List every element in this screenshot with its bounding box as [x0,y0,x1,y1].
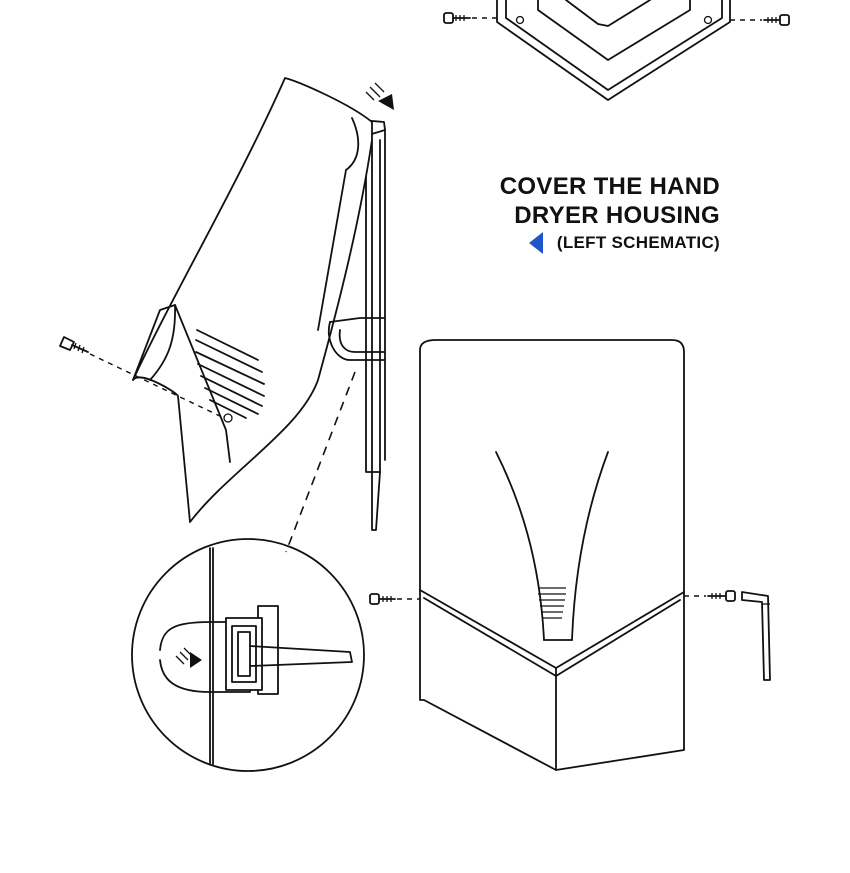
side-view-housing-cover [132,77,385,523]
caption-subtitle: (LEFT SCHEMATIC) [556,233,720,252]
detail-callout [131,371,365,772]
top-right-screw-icon [730,14,790,26]
front-right-screw-icon [684,590,736,602]
assembly-caption: COVER THE HAND DRYER HOUSING (LEFT SCHEM… [500,172,720,254]
push-arrow-icon [365,82,394,110]
side-view-wall-bracket [357,119,386,531]
front-left-screw-icon [369,593,420,605]
caption-line-2: DRYER HOUSING [514,202,720,229]
caption-line-1: COVER THE HAND [499,173,720,200]
left-triangle-icon [528,232,543,254]
side-screw-icon [59,336,225,419]
back-plate-view [496,0,731,101]
front-view-dryer [419,339,685,771]
top-left-screw-icon [443,12,497,24]
hex-key-icon [741,591,771,681]
caption-subtitle-row: (LEFT SCHEMATIC) [500,232,720,254]
